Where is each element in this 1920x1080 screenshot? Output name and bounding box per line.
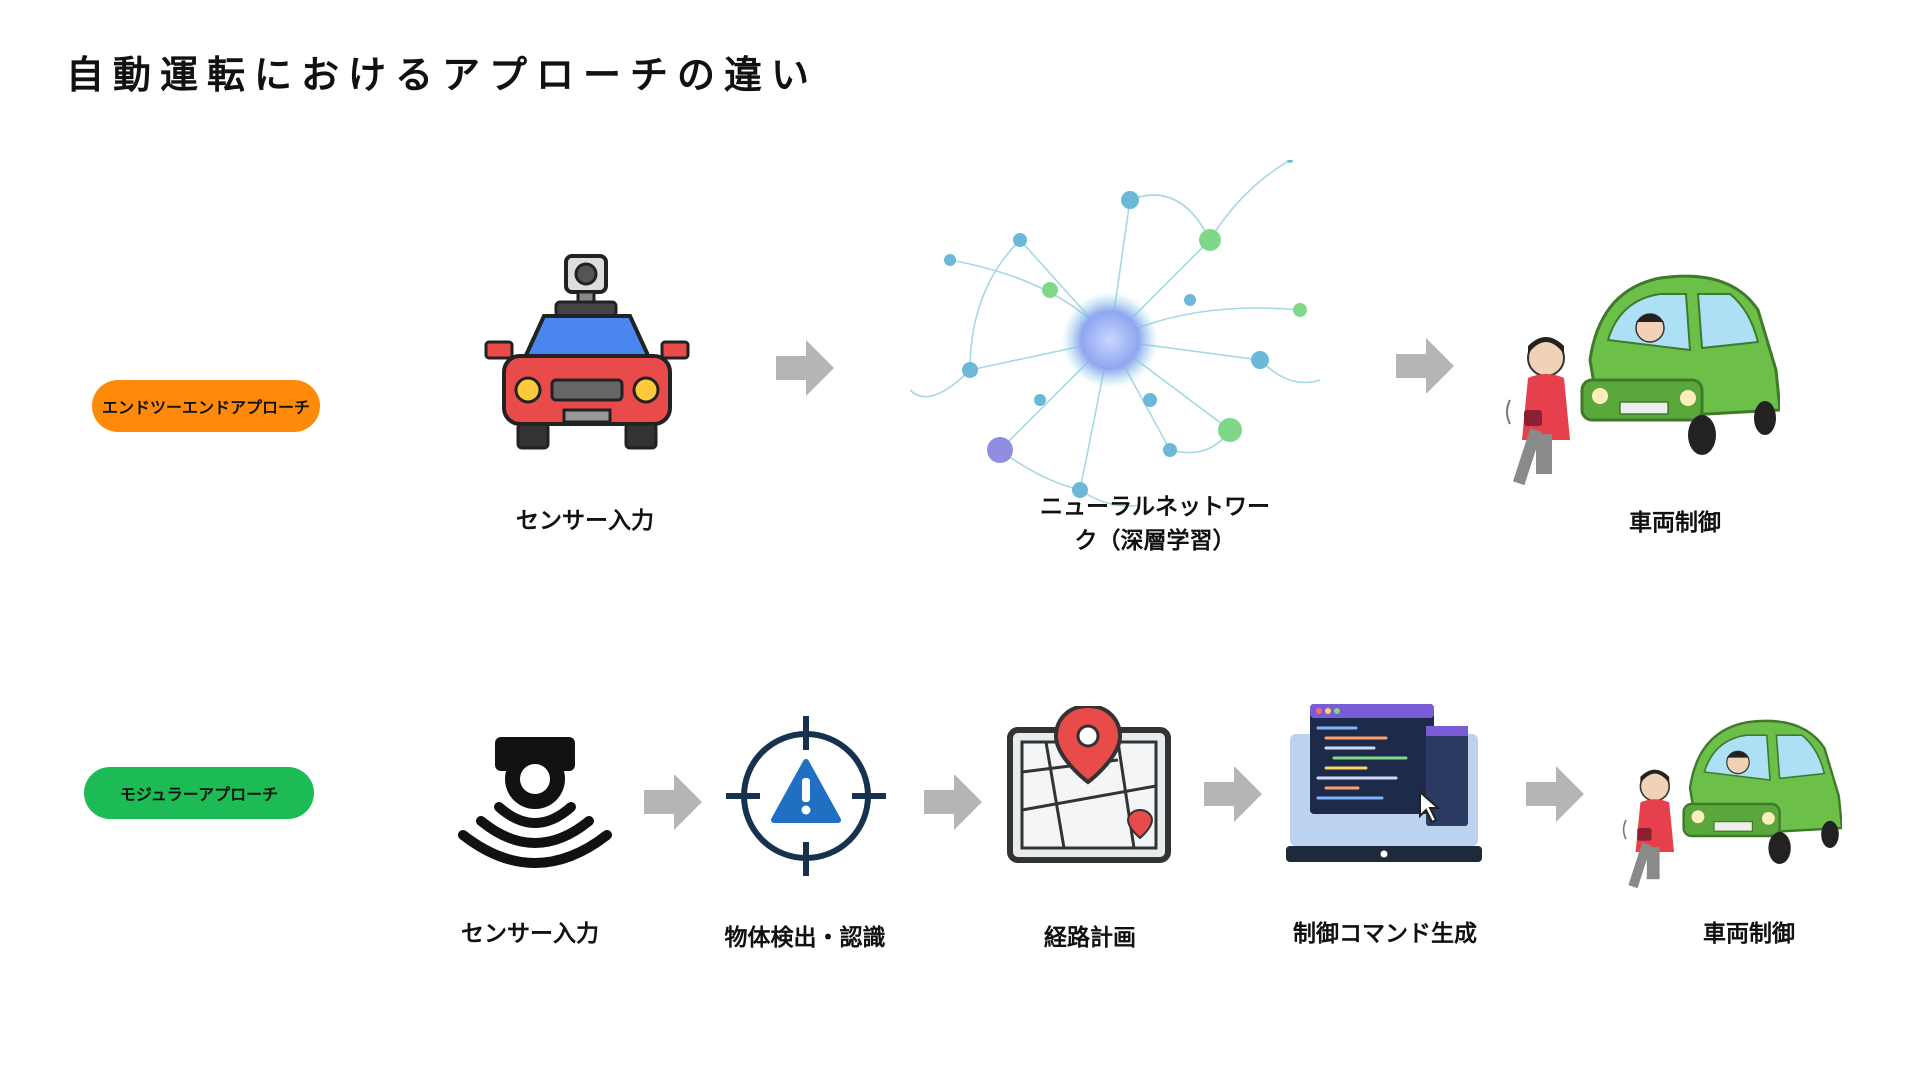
step-sensor-input-2: センサー入力 xyxy=(461,921,599,947)
end-to-end-label: エンドツーエンドアプローチ xyxy=(92,380,320,432)
neural-network-icon xyxy=(909,157,1330,514)
car-and-pedestrian-icon xyxy=(1490,250,1782,504)
step-object-detection: 物体検出・認識 xyxy=(724,925,886,951)
gray-arrow-icon xyxy=(644,774,702,830)
step-sensor-input-1: センサー入力 xyxy=(516,508,654,534)
gray-arrow-icon xyxy=(1396,338,1454,394)
car-and-pedestrian-icon xyxy=(1610,700,1844,904)
car-with-sensor-icon xyxy=(482,254,692,458)
code-window-icon xyxy=(1286,704,1482,868)
gray-arrow-icon xyxy=(1204,766,1262,822)
page-title: 自動運転におけるアプローチの違い xyxy=(66,53,819,97)
step-vehicle-control-1: 車両制御 xyxy=(1629,510,1721,536)
gray-arrow-icon xyxy=(776,340,834,396)
step-vehicle-control-2: 車両制御 xyxy=(1703,921,1795,947)
gray-arrow-icon xyxy=(1526,766,1584,822)
gray-arrow-icon xyxy=(924,774,982,830)
step-control-command: 制御コマンド生成 xyxy=(1293,921,1477,947)
modular-label: モジュラーアプローチ xyxy=(84,767,314,819)
step-neural-network: ニューラルネットワーク（深層学習） xyxy=(1040,494,1270,554)
target-warning-icon xyxy=(726,716,886,880)
step-route-planning: 経路計画 xyxy=(1044,925,1136,951)
sensor-waves-icon xyxy=(455,735,615,889)
map-pin-icon xyxy=(1006,703,1172,868)
